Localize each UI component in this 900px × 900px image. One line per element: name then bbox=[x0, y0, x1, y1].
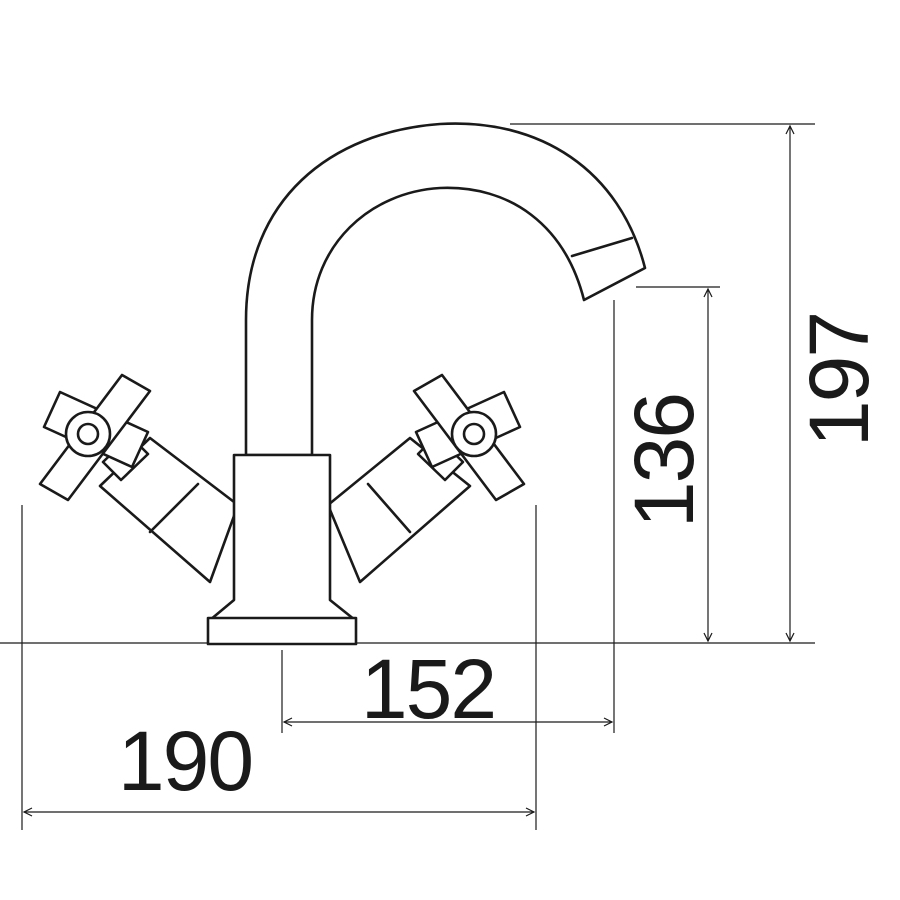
arrow-up-icon bbox=[703, 287, 713, 298]
central-column bbox=[208, 453, 357, 622]
spout-aerator-line bbox=[570, 236, 634, 258]
arrow-left-icon bbox=[22, 807, 33, 817]
right-valve-seam bbox=[366, 482, 412, 534]
spout-reach-label: 152 bbox=[361, 642, 495, 736]
left-valve-body bbox=[98, 436, 240, 584]
left-cross-handle bbox=[38, 373, 152, 502]
arrow-right-icon bbox=[525, 807, 536, 817]
arrow-down-icon bbox=[785, 632, 795, 643]
overall-height-label: 197 bbox=[792, 313, 886, 447]
right-handle-cap bbox=[462, 422, 486, 446]
arrow-up-icon bbox=[785, 124, 795, 135]
right-cross-handle bbox=[412, 373, 526, 502]
arrow-down-icon bbox=[703, 632, 713, 643]
arrow-left-icon bbox=[282, 717, 293, 727]
right-valve-body bbox=[326, 436, 472, 584]
overall-width-label: 190 bbox=[118, 714, 252, 808]
tap-outline bbox=[38, 122, 647, 646]
spout bbox=[244, 122, 647, 457]
left-valve-seam bbox=[148, 482, 200, 534]
arrow-right-icon bbox=[603, 717, 614, 727]
dimension-lines bbox=[0, 123, 815, 830]
left-handle-cap bbox=[76, 422, 100, 446]
base-plate bbox=[206, 616, 358, 646]
spout-height-label: 136 bbox=[617, 394, 711, 528]
